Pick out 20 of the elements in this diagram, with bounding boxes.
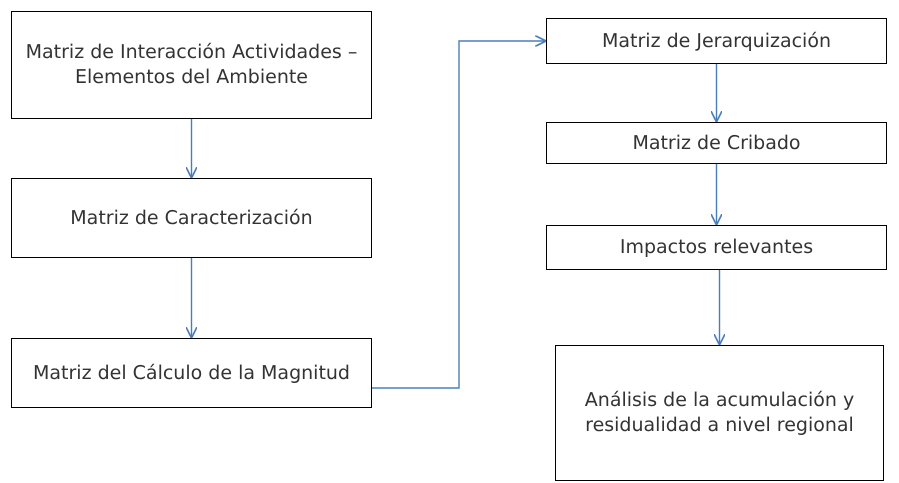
process-box <box>11 11 372 119</box>
arrow <box>713 270 726 346</box>
process-box <box>546 122 887 164</box>
process-box <box>546 225 887 270</box>
box-label: Análisis de la acumulación y residualidad a nivel regional <box>584 388 856 438</box>
process-box <box>555 345 884 481</box>
box-label: Matriz del Cálculo de la Magnitud <box>33 360 350 386</box>
process-box <box>11 338 372 408</box>
arrow <box>710 164 723 226</box>
arrow <box>372 34 547 389</box>
arrow <box>710 64 723 123</box>
arrow <box>185 119 198 179</box>
box-label: Matriz de Cribado <box>632 130 801 156</box>
box-label: Matriz de Interacción Actividades – Elementos del Ambiente <box>24 40 358 90</box>
box-label: Matriz de Jerarquización <box>602 28 831 54</box>
arrow <box>185 258 198 339</box>
box-label: Matriz de Caracterización <box>70 206 313 230</box>
box-label: Impactos relevantes <box>620 235 814 260</box>
process-box <box>11 178 372 258</box>
process-box <box>546 18 887 64</box>
